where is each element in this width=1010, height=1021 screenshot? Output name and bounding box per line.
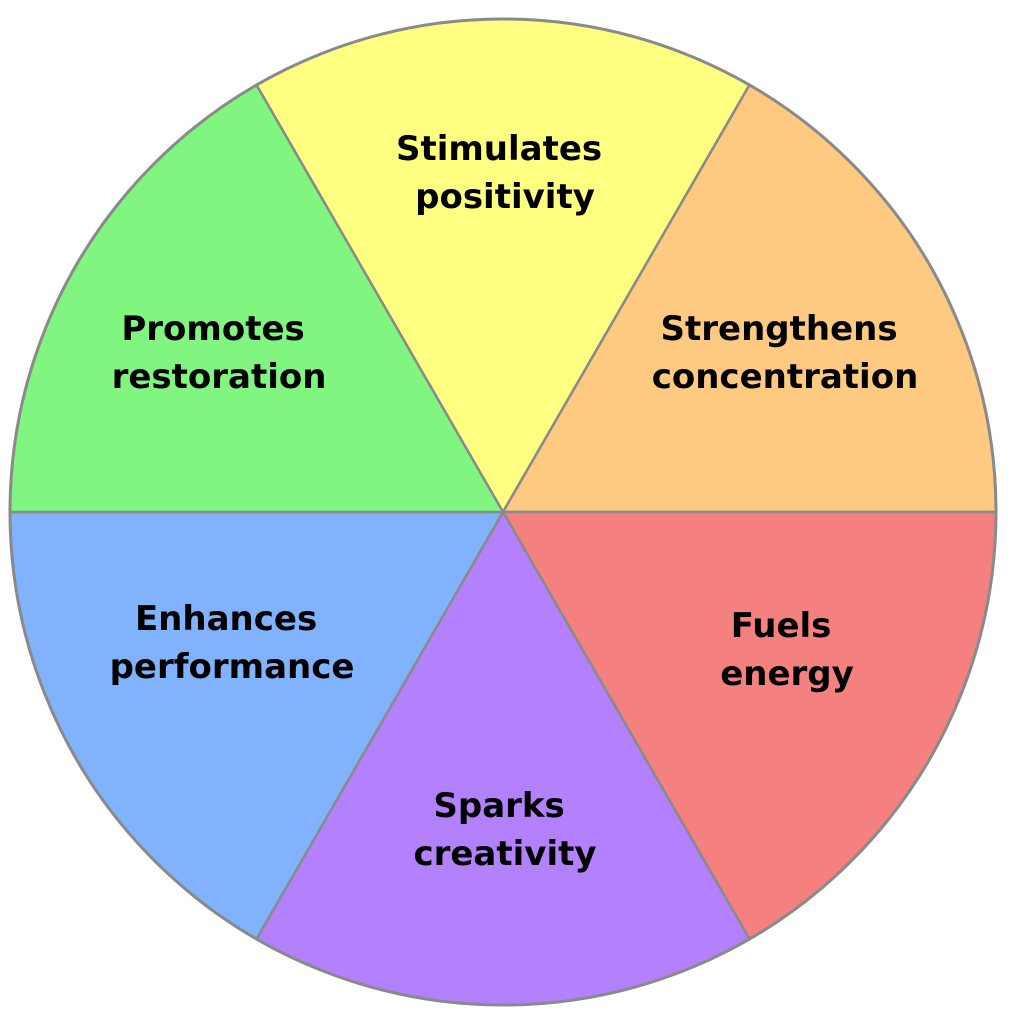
label-promotes-restoration: Promotes restoration [112,309,327,397]
label-energy: energy [720,654,854,694]
label-positivity: positivity [415,177,595,217]
label-strengthens-concentration: Strengthens concentration [652,309,919,397]
label-enhances-performance: Enhances performance [110,599,355,687]
label-fuels: Fuels [731,606,832,646]
wheel-rim [8,17,998,1007]
segment-promotes-restoration: Promotes restoration [8,83,505,514]
label-restoration: restoration [112,357,327,397]
label-promotes: Promotes [121,309,304,349]
segment-enhances-performance: Enhances performance [8,510,505,941]
label-fuels-energy: Fuels energy [720,606,854,694]
label-creativity: creativity [413,834,596,874]
label-stimulates-positivity: Stimulates positivity [396,129,614,217]
label-enhances: Enhances [135,599,317,639]
label-sparks-creativity: Sparks creativity [413,786,596,874]
label-sparks: Sparks [433,786,564,826]
label-performance: performance [110,647,355,687]
label-stimulates: Stimulates [396,129,602,169]
label-concentration: concentration [652,357,919,397]
label-strengthens: Strengthens [661,309,898,349]
